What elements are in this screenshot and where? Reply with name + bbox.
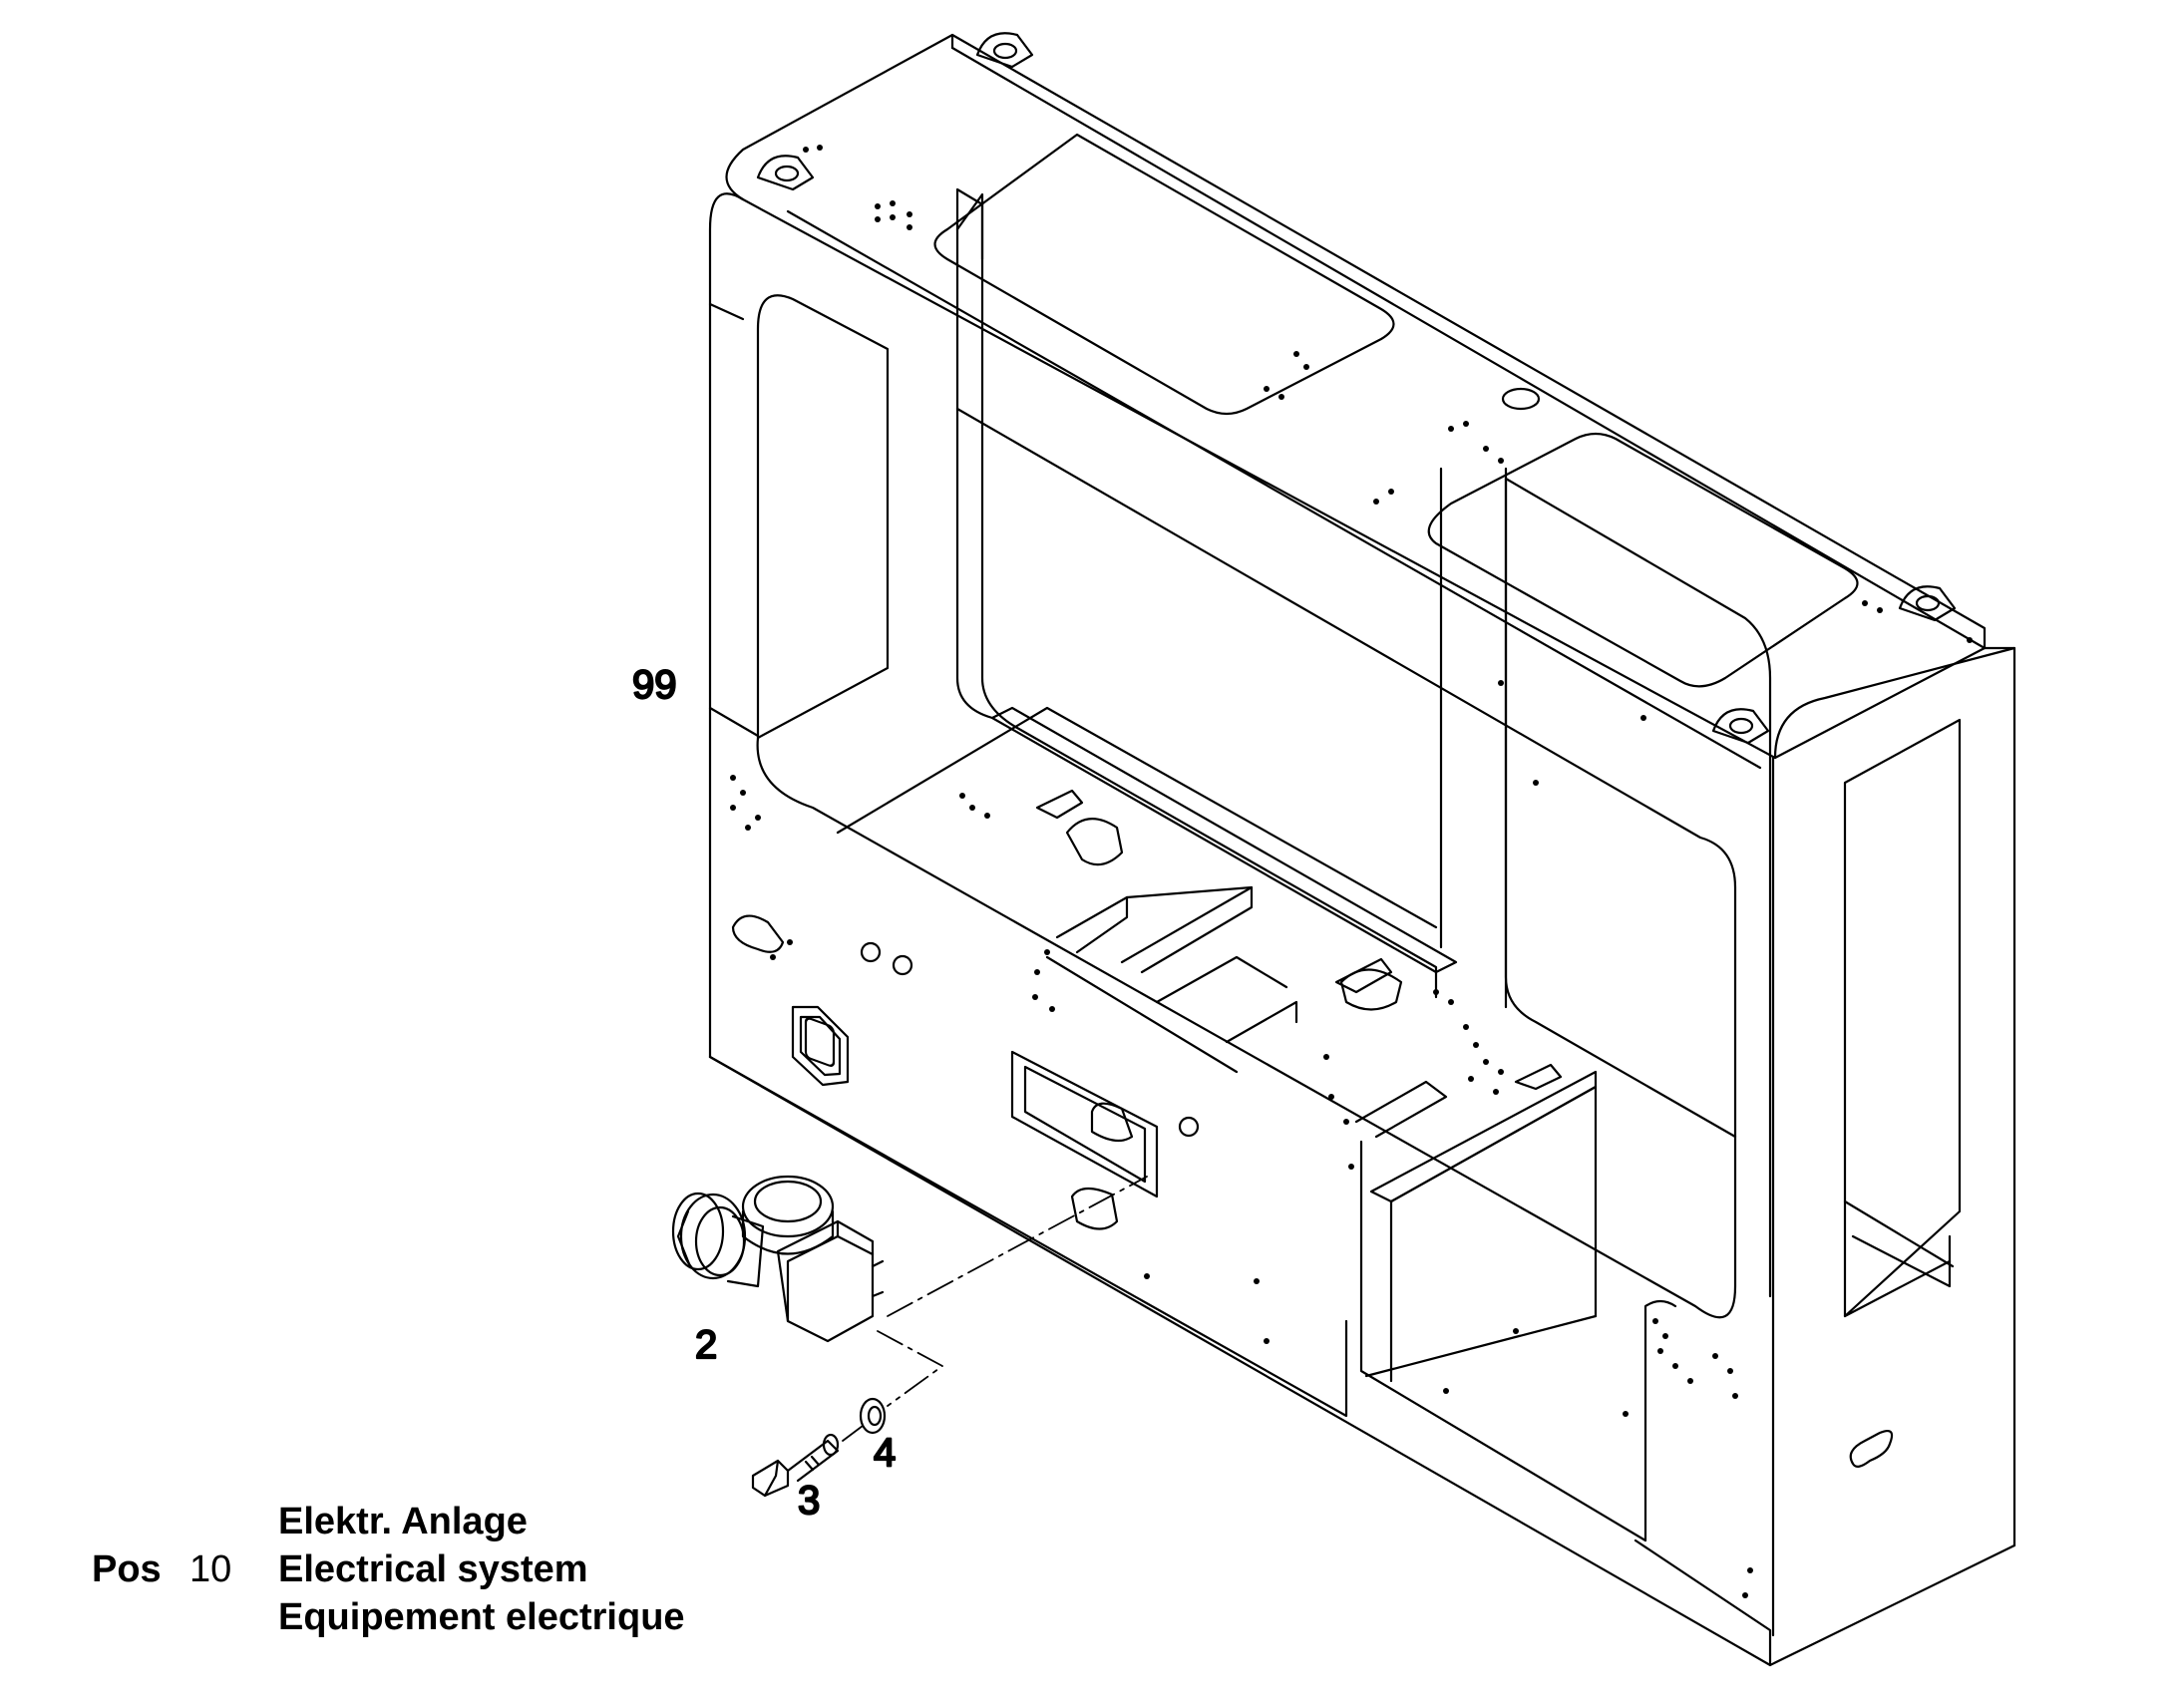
cross-member-5 <box>1354 1080 1448 1139</box>
cross-member-3 <box>1155 955 1288 1004</box>
frame-top-inner-edge <box>786 209 1762 770</box>
centerline-bolt <box>842 1330 943 1442</box>
frame-top-cutout-left <box>933 133 1395 416</box>
floor-clip-2 <box>1334 957 1393 994</box>
pos-label: Pos <box>92 1548 162 1590</box>
frame-left-front-edge <box>708 192 745 1059</box>
cross-member-4 <box>1225 1000 1298 1044</box>
rivet-dots <box>730 145 1973 1598</box>
lifting-eye-2 <box>975 32 1034 69</box>
frame-right-window <box>1843 718 1962 1318</box>
frame-middle-partition <box>955 187 984 411</box>
centerline-connector <box>887 1176 1148 1317</box>
frame-housing <box>708 32 2016 1667</box>
connector-nut <box>679 1193 747 1280</box>
frame-bottom-inner <box>1634 1538 1772 1667</box>
front-hole-2 <box>892 954 913 976</box>
cross-member-1 <box>1055 895 1129 954</box>
connector-dome <box>741 1175 835 1238</box>
assembly-centerlines <box>842 1176 1148 1442</box>
pos-number: 10 <box>189 1548 232 1590</box>
frame-left-opening <box>756 294 890 740</box>
frame-right-end <box>1773 646 2016 1547</box>
floor-slot-1 <box>1065 818 1124 866</box>
cross-member-2 <box>1120 885 1254 974</box>
title-german: Elektr. Anlage <box>278 1501 528 1542</box>
callout-2: 2 <box>695 1323 717 1367</box>
frame-bracket-plate <box>1369 1070 1598 1203</box>
title-french: Equipement electrique <box>278 1596 685 1638</box>
front-face-details <box>731 914 1200 1230</box>
title-block: Pos 10 Elektr. Anlage Electrical system … <box>92 1501 989 1670</box>
front-hole-1 <box>860 941 882 963</box>
frame-lower-box <box>1359 1140 1677 1542</box>
front-hole-3 <box>1178 1116 1200 1138</box>
floor-clip-1 <box>1035 789 1084 820</box>
front-slot-left <box>731 914 785 953</box>
service-cover <box>791 1005 850 1087</box>
callout-3: 3 <box>798 1479 820 1523</box>
floor-clip-3 <box>1514 1063 1563 1091</box>
part-4-washer <box>859 1397 887 1435</box>
lifting-eye-3 <box>1898 585 1957 622</box>
connector-body <box>776 1219 875 1343</box>
frame-top-hole <box>1501 387 1541 411</box>
part-3-bolt <box>751 1433 840 1498</box>
callout-4: 4 <box>874 1431 896 1475</box>
connector-mount-plate <box>1010 1050 1159 1198</box>
lifting-eye-4 <box>1711 708 1770 745</box>
front-slot-lower <box>1070 1187 1119 1230</box>
frame-right-opening <box>1504 477 1772 1298</box>
callout-99: 99 <box>632 663 677 707</box>
floor-slot-2 <box>1339 968 1403 1011</box>
lifting-eye-1 <box>756 155 815 191</box>
part-2-connector <box>671 1175 885 1343</box>
frame-floor-rail <box>990 706 1458 974</box>
title-english: Electrical system <box>278 1548 588 1590</box>
frame-right-slot <box>1849 1429 1894 1468</box>
frame-left-post <box>708 1055 1348 1418</box>
frame-top-cutout-right <box>1427 432 1859 688</box>
frame-top-outline <box>725 33 1987 760</box>
